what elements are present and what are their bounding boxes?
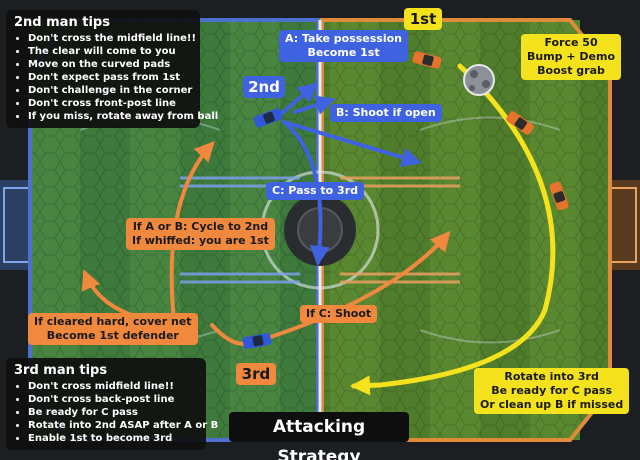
- blue-car-icon: [242, 333, 272, 349]
- second-man-tip: The clear will come to you: [28, 45, 192, 58]
- label-cycle-line: If A or B: Cycle to 2nd: [132, 220, 269, 233]
- label-a-take-possession: A: Take possession Become 1st: [279, 30, 409, 62]
- third-man-tip: Don't cross back-post line: [28, 393, 198, 406]
- label-if-c-shoot: If C: Shoot: [300, 305, 378, 323]
- arrow-rotate-back: [210, 323, 248, 347]
- label-force-line: Force 50: [544, 36, 598, 49]
- label-b-text: B: Shoot if open: [336, 106, 436, 119]
- second-man-tip: If you miss, rotate away from ball: [28, 110, 218, 123]
- label-rotate-line: Rotate into 3rd: [504, 370, 599, 383]
- arrow-b-shoot: [282, 120, 422, 168]
- second-man-tip: Don't cross the midfield line!!: [28, 32, 196, 45]
- blue-car-icon: [253, 108, 283, 128]
- label-a-line: Become 1st: [307, 46, 380, 59]
- arrow-to-b-label: [293, 95, 336, 115]
- second-man-badge: 2nd: [243, 76, 285, 98]
- label-cycle-to-second: If A or B: Cycle to 2nd If whiffed: you …: [126, 218, 275, 250]
- third-man-tip: Be ready for C pass: [28, 406, 198, 419]
- second-man-tip: Move on the curved pads: [28, 58, 192, 71]
- arrow-c-pass: [282, 120, 330, 266]
- first-man-badge: 1st: [404, 8, 442, 30]
- label-force-line: Boost grab: [537, 64, 605, 77]
- orange-car-icon: [412, 51, 442, 69]
- label-c-pass-to-third: C: Pass to 3rd: [266, 182, 365, 200]
- second-man-tips: 2nd man tips Don't cross the midfield li…: [6, 10, 218, 128]
- third-man-tips-heading: 3rd man tips: [14, 363, 108, 378]
- third-man-badge: 3rd: [236, 363, 276, 385]
- label-cover-line: Become 1st defender: [46, 329, 179, 342]
- label-cycle-line: If whiffed: you are 1st: [132, 234, 269, 247]
- arrow-third-to-shoot: [253, 230, 451, 344]
- label-rotate-line: Or clean up B if missed: [480, 398, 624, 411]
- orange-car-icon: [549, 181, 569, 211]
- third-man-tips: 3rd man tips Don't cross midfield line!!…: [6, 358, 218, 450]
- arrow-a-take-possession: [280, 82, 319, 115]
- second-man-tip: Don't expect pass from 1st: [28, 71, 192, 84]
- second-man-tip: Don't cross front-post line: [28, 97, 192, 110]
- label-rotate-line: Be ready for C pass: [491, 384, 612, 397]
- third-man-tip: Enable 1st to become 3rd: [28, 432, 198, 445]
- label-a-line: A: Take possession: [285, 32, 403, 45]
- second-man-tips-heading: 2nd man tips: [14, 15, 110, 30]
- label-c-text: C: Pass to 3rd: [272, 184, 359, 197]
- label-force-line: Bump + Demo: [527, 50, 616, 63]
- label-rotate-into-third: Rotate into 3rd Be ready for C pass Or c…: [474, 368, 630, 414]
- label-if-c-text: If C: Shoot: [306, 307, 372, 320]
- label-cover-net: If cleared hard, cover net Become 1st de…: [28, 313, 198, 345]
- label-cover-line: If cleared hard, cover net: [34, 315, 192, 328]
- orange-car-icon: [506, 111, 534, 135]
- ball-icon: [463, 64, 495, 96]
- arrow-first-rotate: [350, 63, 556, 396]
- diagram-title: Attacking Strategy: [229, 412, 409, 460]
- label-b-shoot-if-open: B: Shoot if open: [330, 104, 442, 122]
- third-man-tip: Don't cross midfield line!!: [28, 380, 198, 393]
- label-force-50: Force 50 Bump + Demo Boost grab: [521, 34, 622, 80]
- third-man-tip: Rotate into 2nd ASAP after A or B: [28, 419, 218, 432]
- second-man-tip: Don't challenge in the corner: [28, 84, 192, 97]
